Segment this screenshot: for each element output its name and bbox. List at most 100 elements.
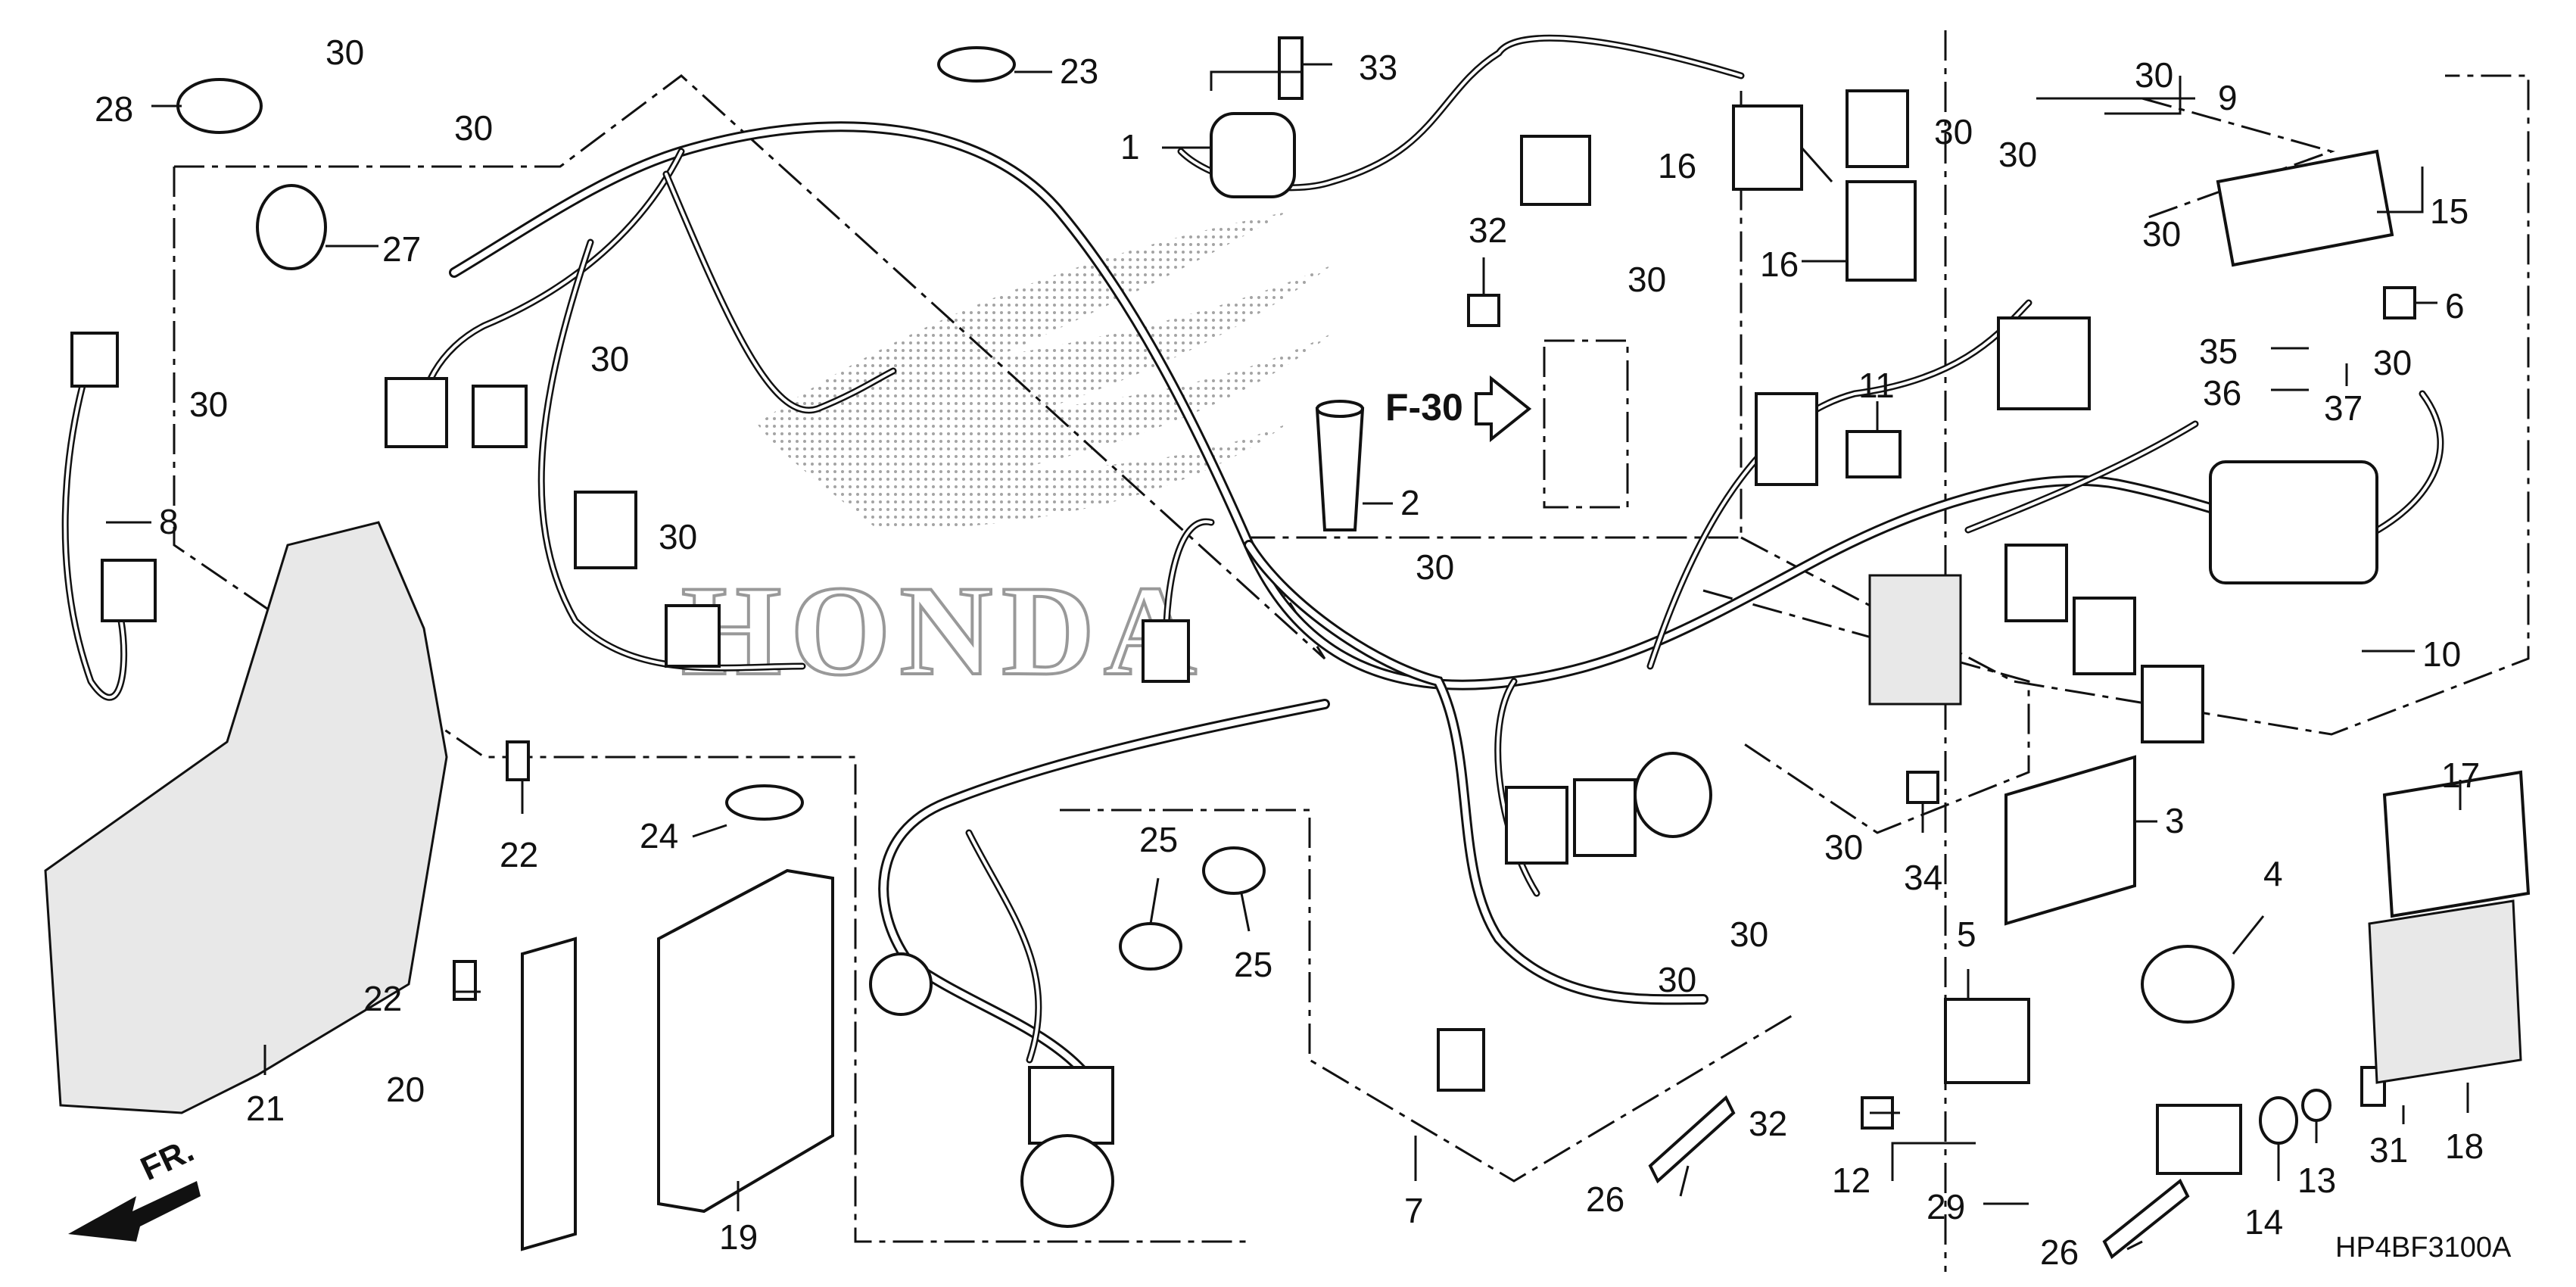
- connector: [1520, 135, 1591, 206]
- band-part-27: [256, 184, 327, 270]
- callout-5: 5: [1957, 915, 1976, 954]
- callout-16b: 16: [1760, 245, 1799, 284]
- callout-33: 33: [1359, 48, 1397, 87]
- callout-13: 13: [2297, 1161, 2336, 1200]
- callout-30j: 30: [1998, 135, 2037, 174]
- sensor: [1020, 1134, 1114, 1228]
- clamp-part-25b: [1202, 846, 1266, 895]
- callout-30c: 30: [189, 385, 228, 424]
- callout-25b: 25: [1234, 945, 1272, 984]
- band-part-23: [937, 46, 1016, 83]
- honda-wordmark: HONDA: [681, 559, 1206, 702]
- callout-16a: 16: [1658, 146, 1696, 185]
- regulator-rectifier-part: [2004, 755, 2136, 926]
- connector: [2004, 544, 2068, 622]
- connector: [1437, 1028, 1485, 1092]
- condenser-part: [1210, 112, 1296, 198]
- relay-part: [1944, 998, 2030, 1084]
- connector-part-11: [1846, 430, 1902, 478]
- sensor-bracket: [2156, 1104, 2242, 1175]
- callout-32a: 32: [1469, 210, 1507, 250]
- callout-35: 35: [2199, 332, 2238, 371]
- clamp-part-25a: [1119, 922, 1182, 971]
- cap-boot-part: [1315, 407, 1365, 531]
- connector: [2141, 665, 2204, 743]
- bracket-part: [521, 936, 577, 1251]
- callout-30g: 30: [1628, 260, 1666, 299]
- parts: [44, 36, 2531, 1260]
- connector: [1505, 786, 1568, 865]
- connector: [1028, 1066, 1114, 1145]
- callouts: 1 2 3 4 5 6 7 8 9 10 11 12 13 14 15 16 1…: [95, 33, 2512, 1272]
- sub-harness-connector: [70, 332, 119, 388]
- callout-22a: 22: [500, 835, 538, 874]
- connector: [1846, 89, 1909, 168]
- connector: [665, 604, 721, 668]
- relay-round: [1634, 752, 1712, 838]
- control-unit-part: [657, 868, 834, 1214]
- bolt-part-32a: [1467, 294, 1500, 327]
- tie-part-26b: [2102, 1178, 2190, 1260]
- ecm-holder-part: [2368, 899, 2522, 1084]
- callout-24: 24: [640, 816, 678, 855]
- connector: [472, 385, 528, 448]
- callout-20: 20: [386, 1070, 425, 1109]
- cover-part: [44, 521, 448, 1114]
- callout-31: 31: [2369, 1130, 2408, 1170]
- callout-30h: 30: [2135, 55, 2173, 95]
- callout-30f: 30: [1416, 547, 1454, 587]
- connector: [2073, 597, 2136, 675]
- reference-arrow-icon: [1475, 375, 1532, 443]
- callout-17: 17: [2441, 756, 2480, 795]
- relay-part-16a: [1732, 104, 1803, 191]
- front-label: FR.: [135, 1132, 200, 1188]
- reference-label: F-30: [1385, 386, 1463, 428]
- callout-6: 6: [2445, 286, 2465, 326]
- callout-28: 28: [95, 89, 133, 129]
- callout-19: 19: [719, 1217, 758, 1257]
- connector: [1997, 316, 2091, 410]
- callout-1: 1: [1120, 127, 1140, 167]
- callout-23: 23: [1060, 51, 1098, 91]
- callout-36: 36: [2203, 373, 2241, 413]
- tie-part-26a: [1648, 1095, 1736, 1184]
- callout-30i: 30: [1934, 112, 1973, 151]
- fuse-box-cover-part: [2216, 149, 2394, 267]
- bolt-part-33: [1278, 36, 1304, 100]
- connector: [574, 491, 637, 569]
- callout-21: 21: [246, 1089, 285, 1128]
- callout-3: 3: [2165, 801, 2185, 840]
- clamp-part-28: [176, 78, 263, 134]
- callout-22b: 22: [363, 979, 402, 1018]
- callout-2: 2: [1400, 483, 1420, 522]
- clip-part-6: [2383, 286, 2416, 319]
- callout-30l: 30: [2373, 343, 2412, 382]
- callout-14: 14: [2244, 1202, 2283, 1242]
- callout-4: 4: [2263, 854, 2283, 893]
- round-relay-part: [2141, 945, 2235, 1024]
- callout-25a: 25: [1139, 820, 1178, 859]
- callout-26b: 26: [2040, 1232, 2079, 1272]
- callout-15: 15: [2430, 192, 2469, 231]
- relay-part-16b: [1846, 180, 1917, 282]
- honda-wing-logo: HONDA: [680, 212, 1332, 703]
- callout-29: 29: [1927, 1187, 1965, 1226]
- leader-lines: [106, 63, 2469, 1251]
- connector: [1573, 778, 1637, 857]
- callout-10: 10: [2422, 634, 2461, 674]
- grommet-part-14: [2259, 1096, 2298, 1145]
- connector: [385, 377, 448, 448]
- callout-37: 37: [2324, 388, 2363, 428]
- callout-34: 34: [1904, 858, 1942, 897]
- callout-30m: 30: [1824, 827, 1863, 867]
- connector: [1142, 619, 1190, 683]
- callout-11: 11: [1858, 366, 1895, 405]
- callout-12: 12: [1832, 1161, 1870, 1200]
- callout-9: 9: [2218, 78, 2238, 117]
- diagram-code: HP4BF3100A: [2335, 1232, 2512, 1264]
- callout-30b: 30: [454, 108, 493, 148]
- bolt-part-22a: [506, 740, 530, 781]
- module: [1868, 574, 1962, 706]
- band-part-24: [725, 784, 804, 821]
